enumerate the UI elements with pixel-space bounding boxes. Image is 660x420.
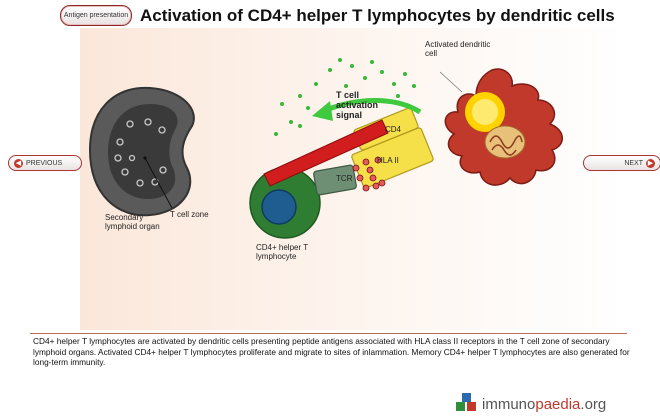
previous-button[interactable]: ◀ PREVIOUS xyxy=(8,155,82,171)
brand-name: immunopaedia.org xyxy=(482,396,607,413)
hla-label: HLA II xyxy=(377,156,399,165)
brand-logo[interactable]: immunopaedia.org xyxy=(456,382,606,413)
dendritic-cell-shape xyxy=(444,68,563,186)
logo-cubes-icon xyxy=(456,393,476,411)
cd4-label: CD4 xyxy=(385,125,402,134)
next-button[interactable]: NEXT ▶ xyxy=(583,155,660,171)
organ-label: Secondary lymphoid organ xyxy=(105,213,160,231)
tcr-label: TCR xyxy=(336,174,353,183)
topic-badge[interactable]: Antigen presentation xyxy=(60,5,132,26)
zone-label: T cell zone xyxy=(170,210,209,219)
signal-label: T cell activation signal xyxy=(336,90,379,120)
t-lymphocyte-shape xyxy=(249,167,321,239)
caption-text: CD4+ helper T lymphocytes are activated … xyxy=(33,336,630,367)
lymphoid-organ-shape xyxy=(88,86,195,217)
next-label: NEXT xyxy=(624,159,643,167)
arrow-left-icon: ◀ xyxy=(14,158,23,168)
arrow-right-icon: ▶ xyxy=(646,158,655,168)
tcell-label: CD4+ helper T lymphocyte xyxy=(256,243,308,261)
dendritic-label: Activated dendritic cell xyxy=(425,40,491,58)
page-title: Activation of CD4+ helper T lymphocytes … xyxy=(140,6,615,25)
previous-label: PREVIOUS xyxy=(26,159,63,167)
divider xyxy=(30,333,627,334)
